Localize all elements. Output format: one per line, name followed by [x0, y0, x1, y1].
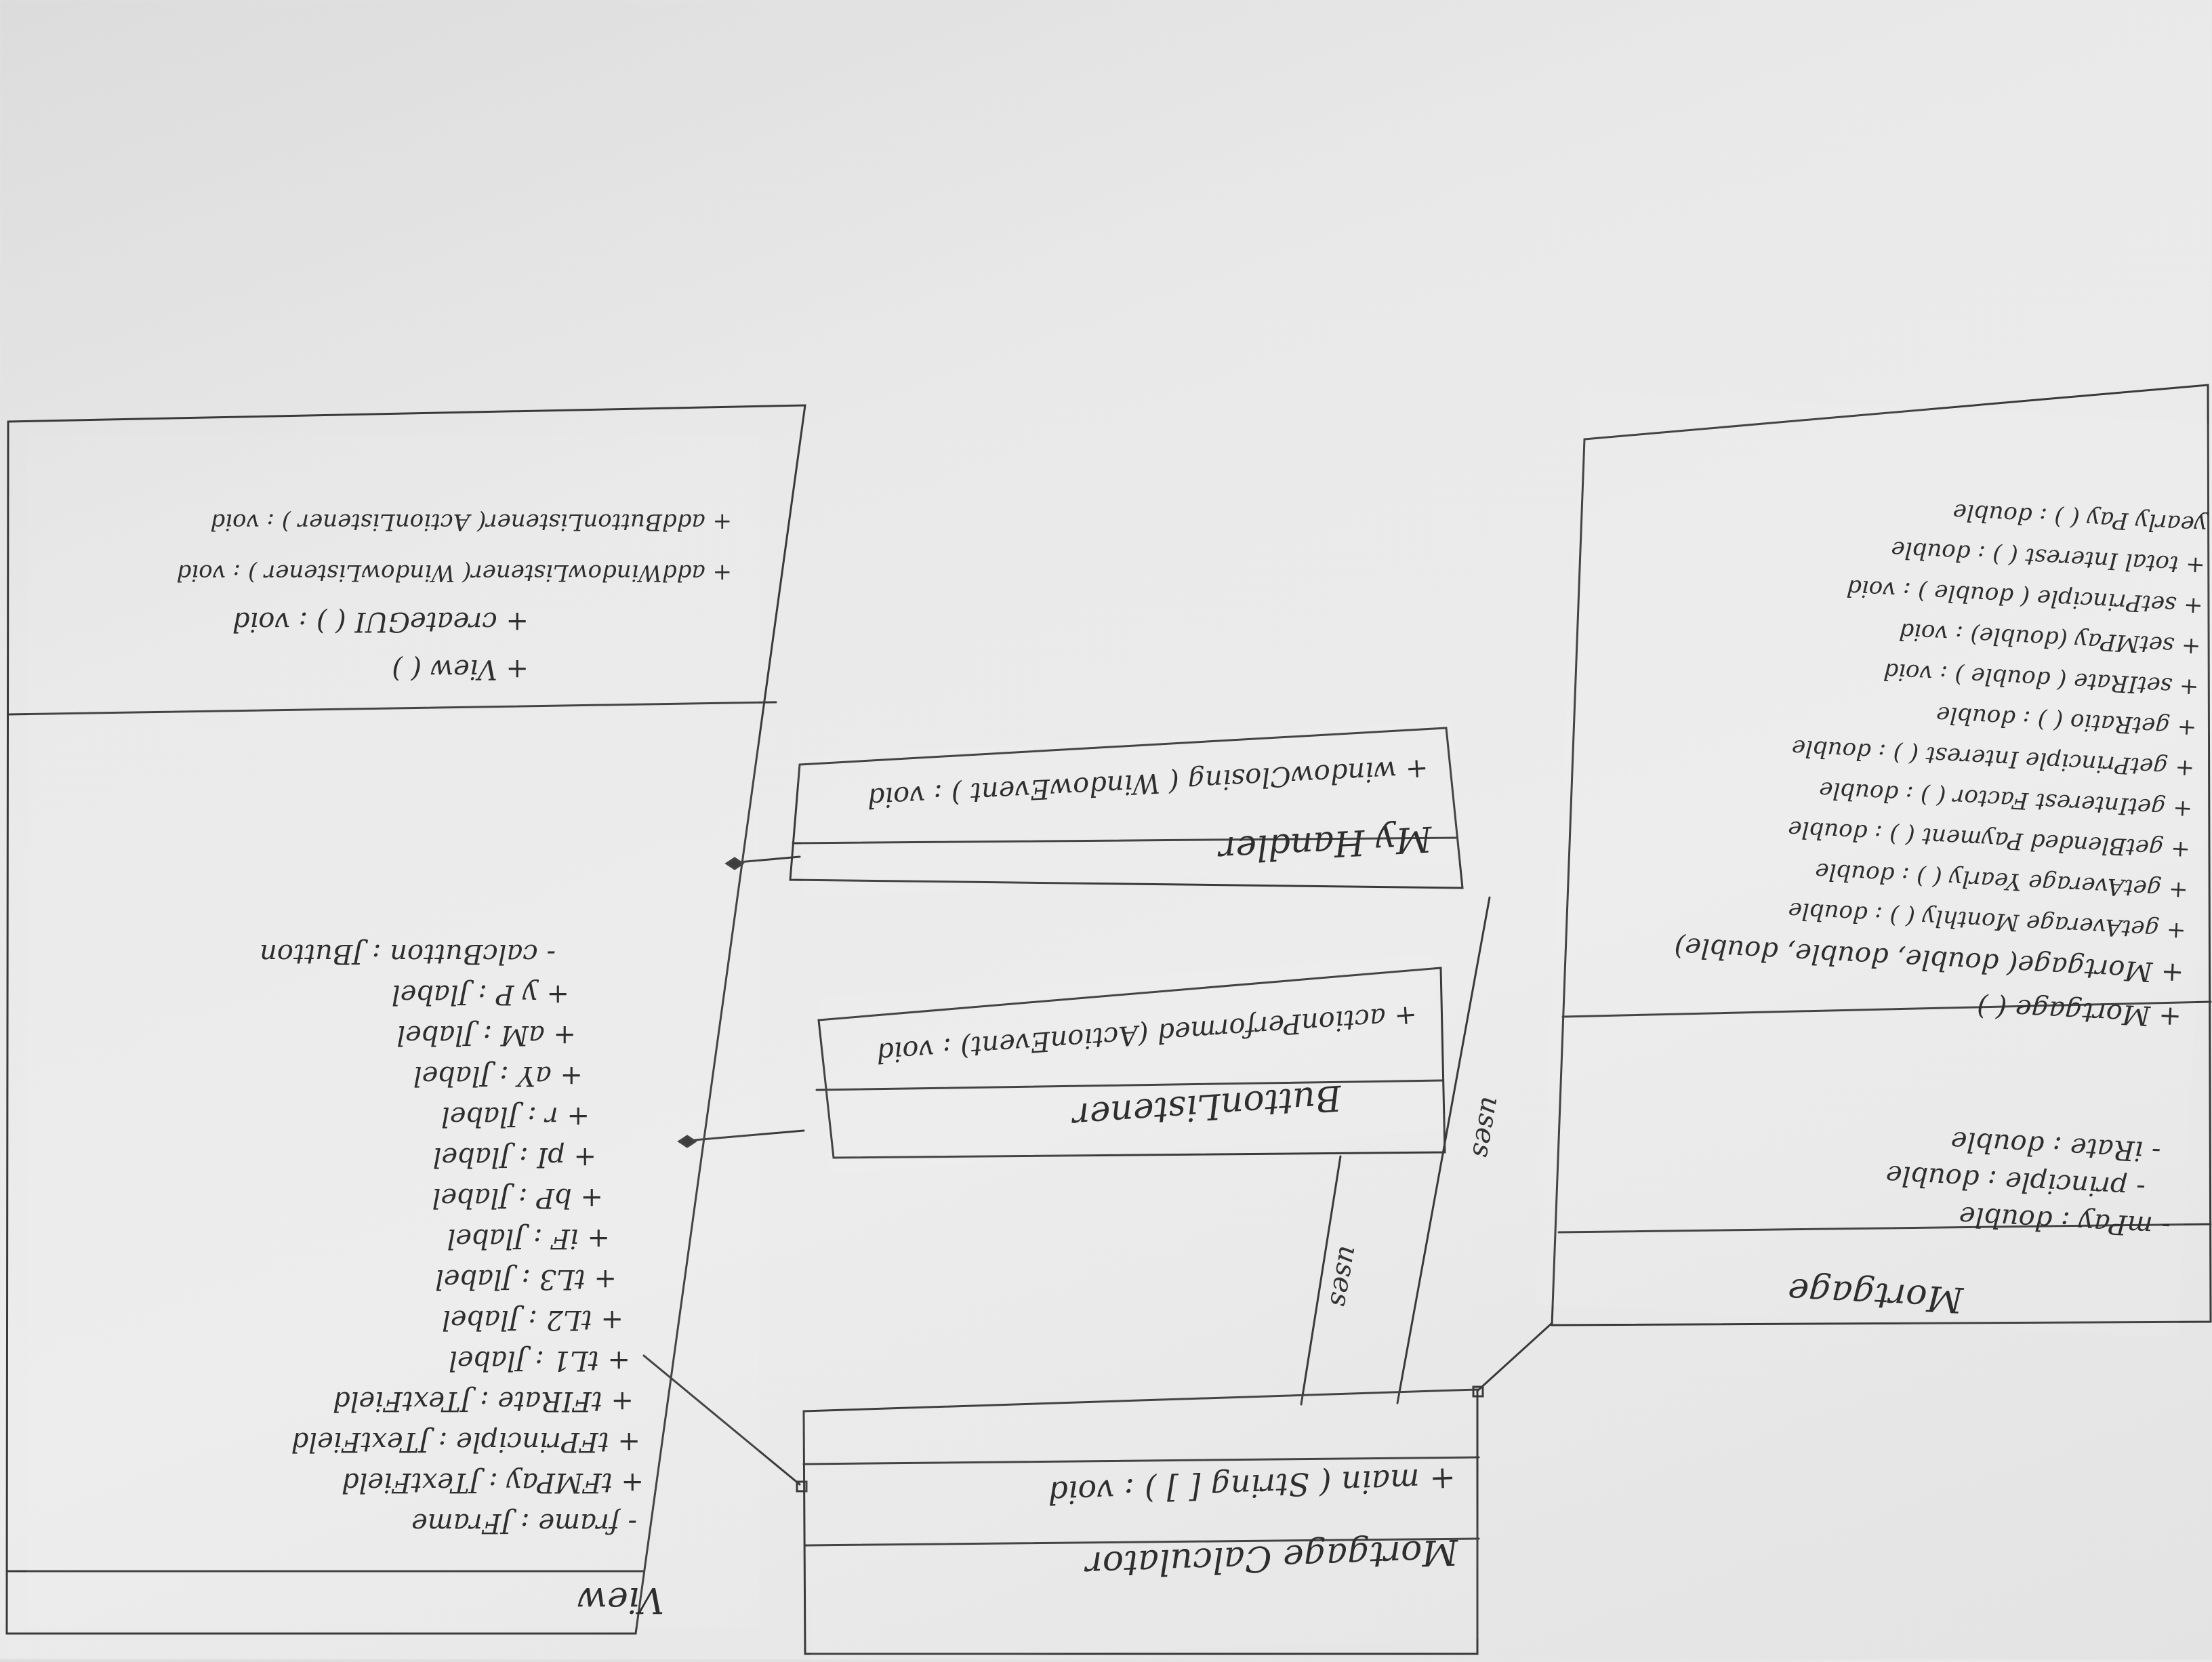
mortgage-box-outline — [1551, 384, 2212, 1326]
view-attr-7: + tL3 : Jlabel — [435, 1263, 617, 1295]
view-attr-11: + r : Jlabel — [441, 1101, 590, 1132]
myhandler-divider — [792, 836, 1458, 845]
mortgage-attr-2: - principle : double — [1885, 1159, 2146, 1204]
class-mortgage-calculator: Mortgage Calculator + main ( String [ ] … — [802, 1387, 1482, 1662]
class-view: View - frame : JFrame + tFMPay : JTextFi… — [27, 434, 759, 1627]
mortgage-method-4: + getAverage Yearly ( ) : double — [1814, 857, 2189, 904]
view-attr-3: + tFPrinciple : JTextField — [291, 1426, 640, 1457]
buttonlistener-divider — [815, 1079, 1443, 1091]
view-attr-10: + pI : Jlabel — [432, 1141, 596, 1173]
view-attr-2: + tFMPay : JTextField — [341, 1467, 644, 1498]
view-method-1: + View ( ) — [392, 653, 529, 685]
mortgage-method-8: + getRatio ( ) : double — [1936, 701, 2198, 742]
mortgage-methods-divider — [1561, 1000, 2212, 1018]
view-class-name: View — [577, 1579, 664, 1620]
mortgage-attrs-divider — [1557, 1223, 2212, 1234]
mortgagecalc-method-1: + main ( String [ ] ) : void — [1047, 1460, 1456, 1512]
link-calc-mortgage-end — [1472, 1385, 1484, 1398]
view-attr-5: + tL1 : Jlabel — [449, 1345, 630, 1376]
buttonlistener-class-name: ButtonListener — [1071, 1076, 1343, 1137]
mortgage-methods: + Mortgage ( ) + Mortgage( double, doubl… — [1551, 498, 2207, 1040]
mortgagecalc-divider-1 — [802, 1456, 1480, 1465]
view-attr-9: + bP : Jlabel — [432, 1182, 603, 1213]
link-calc-buttonlistener — [1300, 1155, 1342, 1406]
mortgage-attributes: - mPay : double - principle : double - i… — [1540, 1125, 2183, 1257]
view-attr-13: + aM : Jlabel — [396, 1019, 576, 1051]
view-attr-14: + y P : Jlabel — [391, 979, 569, 1010]
link-calc-mortgage — [1476, 1322, 1553, 1392]
view-method-3: + addWindowListener( WindowListener ) : … — [176, 559, 732, 586]
view-method-4: + addButtonListener( ActionListener ) : … — [210, 508, 732, 535]
link-myhandler-view — [737, 855, 801, 864]
mortgage-method-13: yearly Pay ( ) : double — [1952, 498, 2208, 539]
mortgage-method-6: + getInterest Factor ( ) : double — [1818, 776, 2193, 823]
mortgage-method-9: + setIRate ( double ) : void — [1883, 657, 2200, 702]
mortgage-attr-1: - mPay : double — [1958, 1200, 2171, 1243]
view-attr-4: + tFIRate : JTextField — [333, 1385, 634, 1417]
mortgagecalc-class-name: Mortgage Calculator — [1085, 1531, 1459, 1585]
link-view-calc-end — [796, 1480, 808, 1493]
view-attr-1: - frame : JFrame — [411, 1507, 637, 1539]
mortgage-method-10: + setMPay (double) : void — [1898, 617, 2202, 661]
mortgagecalc-box-outline — [802, 1388, 1479, 1655]
view-box-outline — [5, 404, 806, 1635]
mortgage-method-1: + Mortgage ( ) — [1976, 990, 2183, 1033]
view-method-2: + createGUI ( ) : void — [232, 606, 529, 637]
mortgage-method-5: + getBlended Payment ( ) : double — [1787, 815, 2191, 864]
view-attr-6: + tL2 : Jlabel — [442, 1304, 623, 1335]
mortgage-method-11: + setPrinciple ( double ) : void — [1845, 573, 2204, 620]
view-attr-8: + iF : Jlabel — [447, 1223, 610, 1254]
class-mortgage: Mortgage - mPay : double - principle : d… — [1535, 390, 2212, 1338]
view-attr-12: + aY : Jlabel — [413, 1060, 583, 1091]
buttonlistener-method-1: + actionPerformed (ActionEvent) : void — [875, 999, 1418, 1069]
view-methods-divider — [7, 701, 777, 716]
buttonlistener-box-outline — [817, 967, 1446, 1159]
myhandler-class-name: My Handler — [1218, 817, 1433, 870]
view-attr-15: - calcButton : JButton — [260, 938, 556, 969]
link-view-calc — [642, 1354, 801, 1486]
myhandler-box-outline — [789, 727, 1464, 889]
mortgagecalc-divider-2 — [804, 1537, 1480, 1547]
mortgage-attr-3: - iRate : double — [1950, 1125, 2162, 1168]
mortgage-method-3: + getAverage Monthly ( ) : double — [1787, 896, 2187, 945]
mortgage-class-name: Mortgage — [1786, 1270, 1965, 1320]
link-calc-myhandler — [1396, 896, 1491, 1404]
myhandler-method-1: + windowClosing ( WindowEvent ) : void — [866, 752, 1429, 814]
link-buttonlistener-view — [693, 1129, 805, 1141]
mortgage-method-7: + getPrinciple Interest ( ) : double — [1790, 733, 2196, 783]
mortgage-method-12: + total Interest ( ) : double — [1890, 535, 2206, 580]
